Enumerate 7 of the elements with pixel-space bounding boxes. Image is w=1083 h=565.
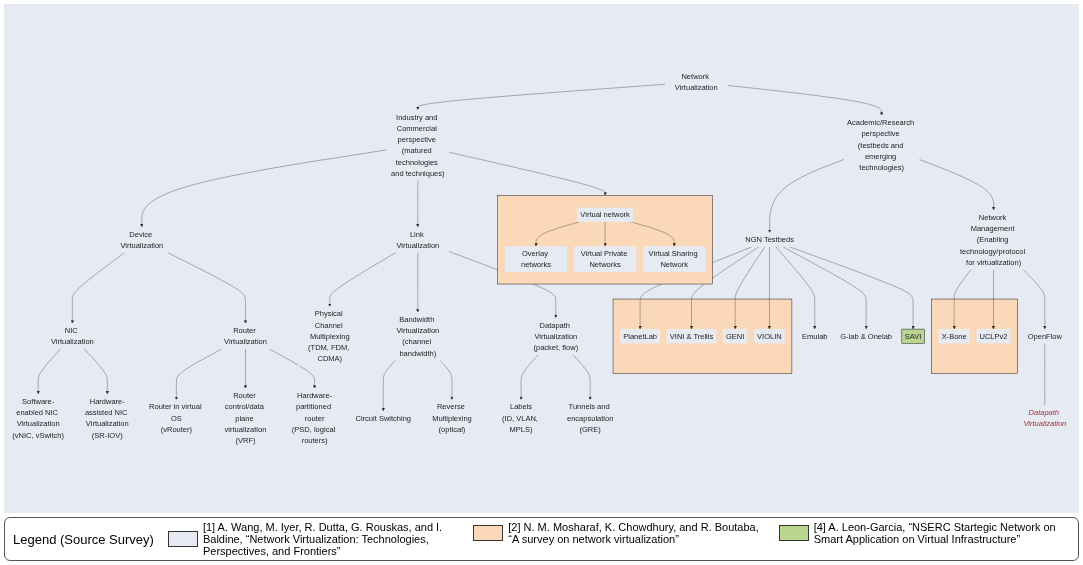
cluster — [612, 298, 793, 374]
cluster — [931, 298, 1018, 374]
legend-text: [1] A. Wang, M. Iyer, R. Dutta, G. Rouskas, and I. Baldine, “Network Virtualization: Technologies, Perspectives, and Frontiers” — [202, 521, 444, 557]
legend-text: [4] A. Leon-Garcia, “NSERC Startegic Network on Smart Application on Virtual Infrastructure” — [813, 521, 1057, 545]
cluster — [497, 195, 713, 285]
legend-heading: Legend (Source Survey) — [13, 531, 154, 547]
legend-text: [2] N. M. Mosharaf, K. Chowdhury, and R. Boutaba, “A survey on network virtualization” — [508, 521, 760, 545]
